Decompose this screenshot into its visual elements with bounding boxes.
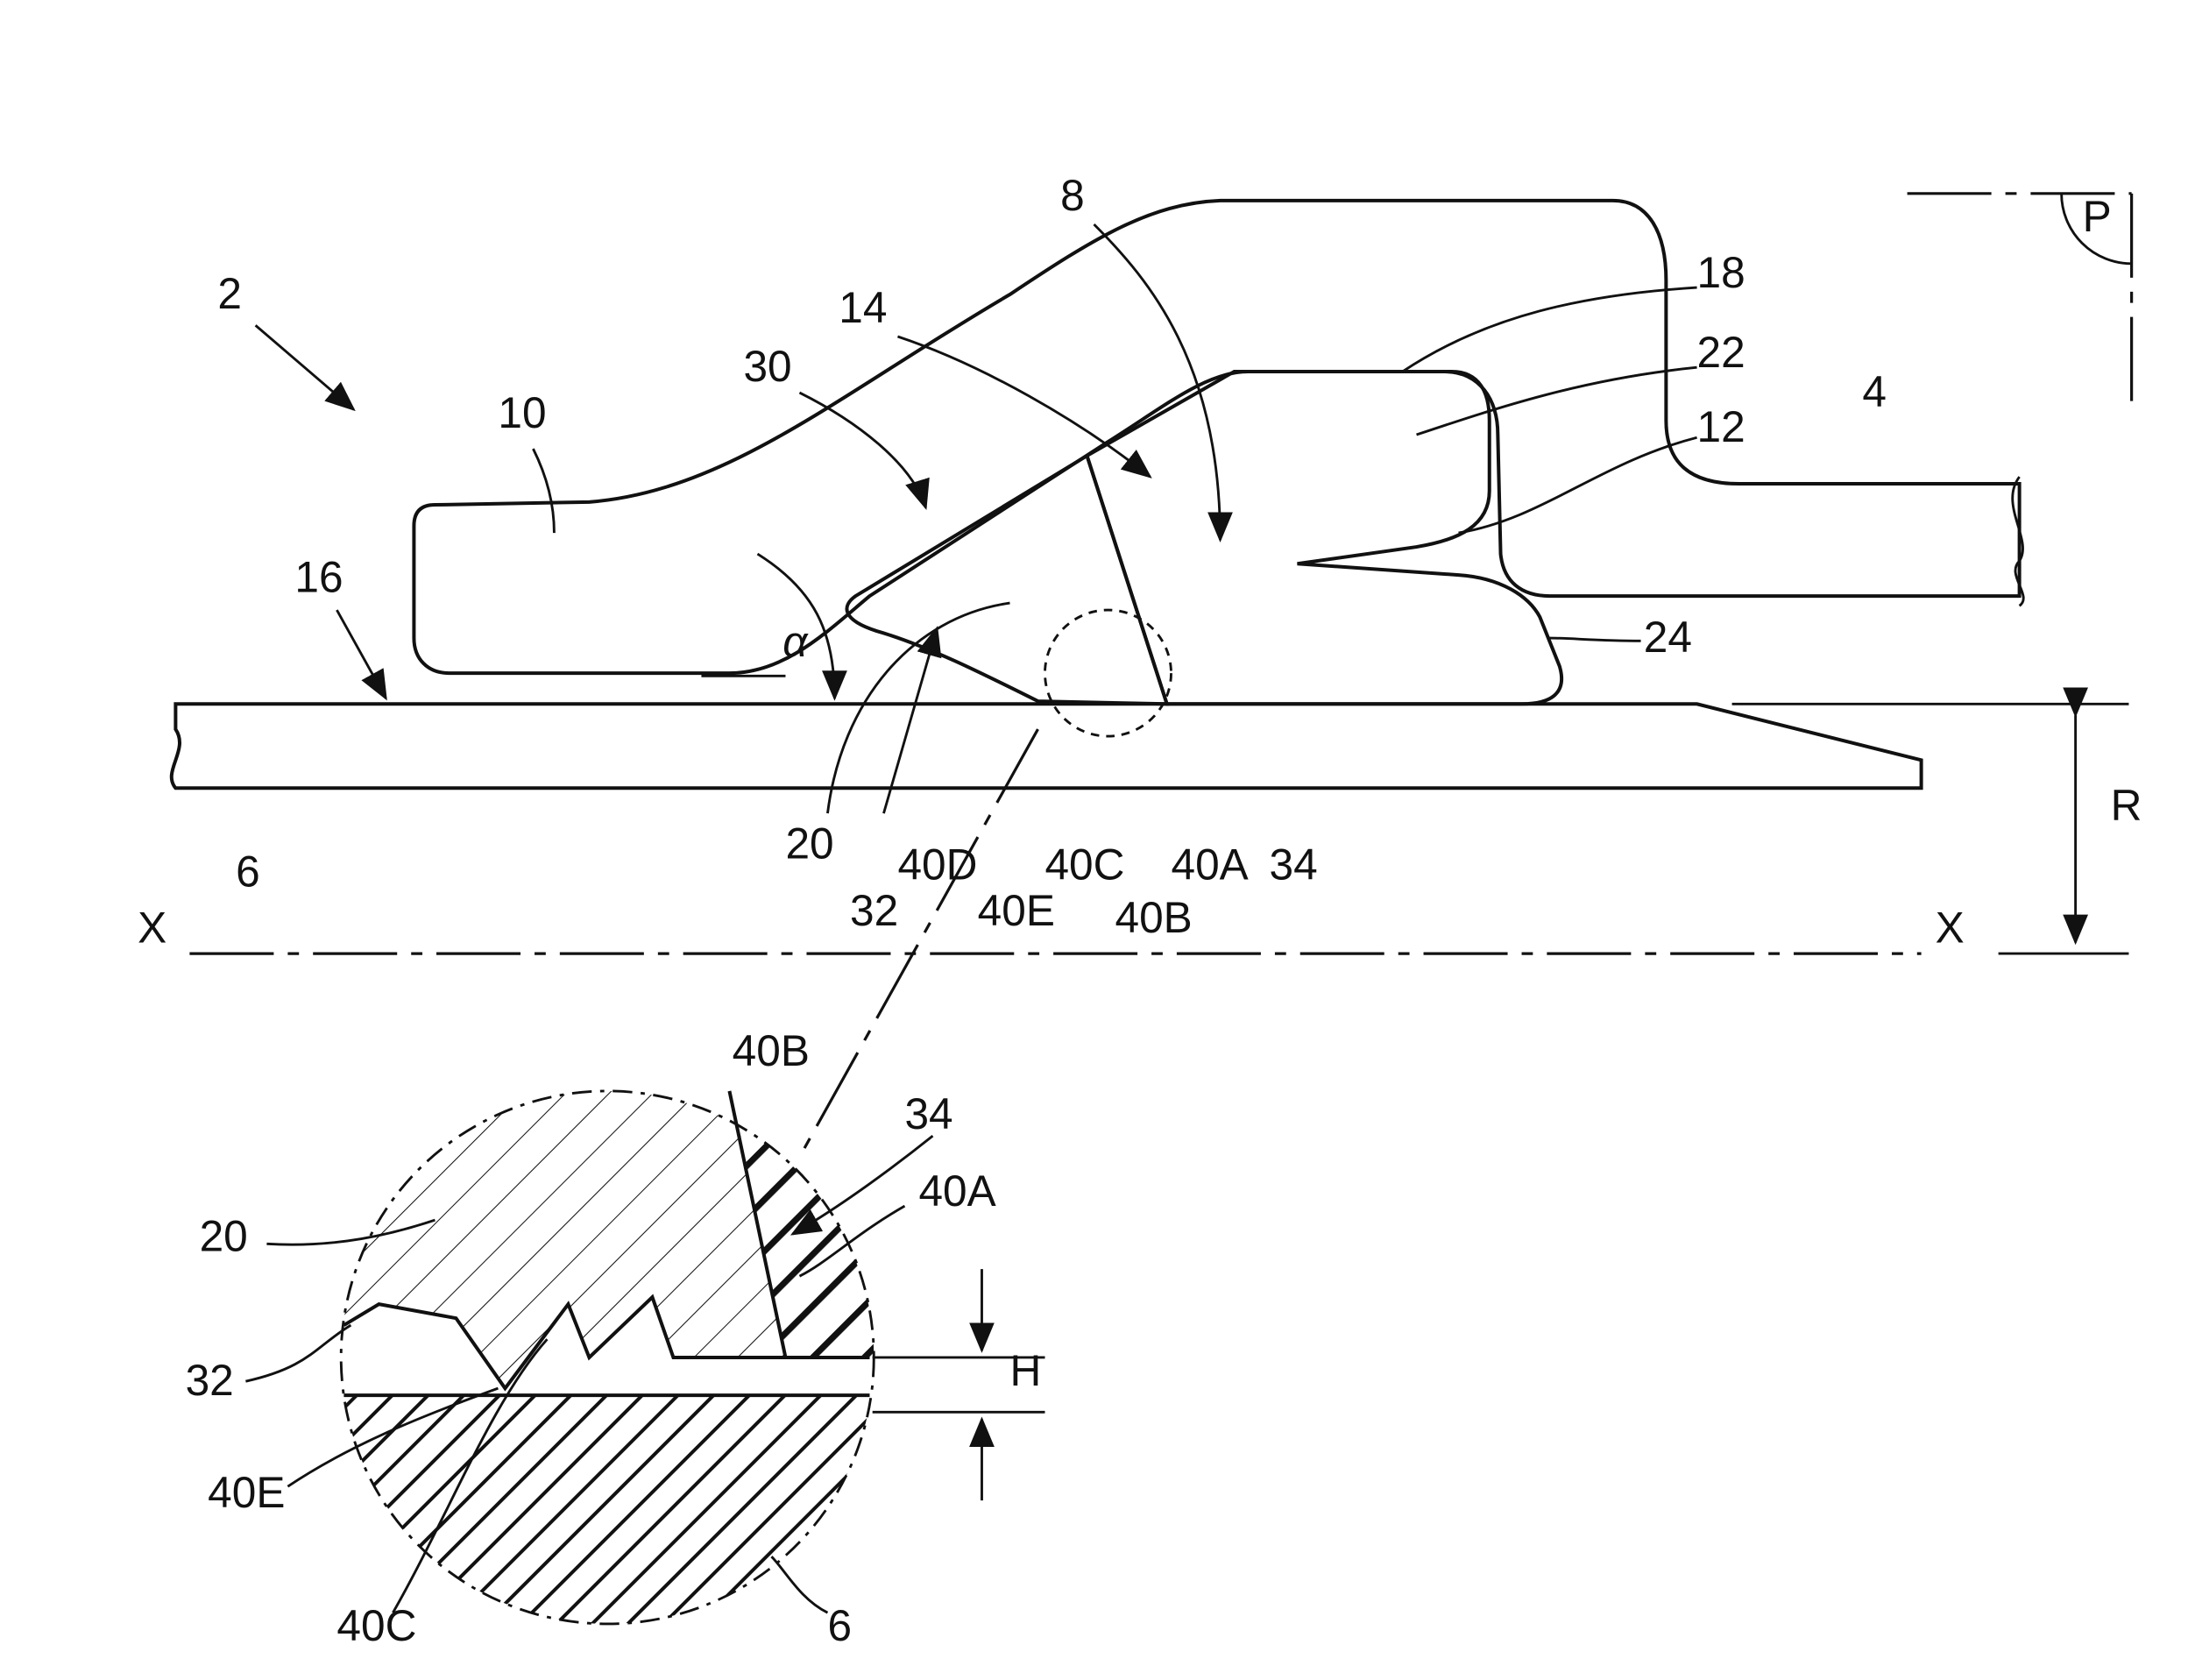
label-2: 2 bbox=[217, 269, 242, 318]
label-16: 16 bbox=[294, 552, 343, 601]
detail-label-H: H bbox=[1009, 1346, 1041, 1395]
detail-label-34: 34 bbox=[904, 1089, 952, 1138]
label-40D: 40D bbox=[897, 840, 977, 889]
detail-label-6: 6 bbox=[827, 1601, 852, 1650]
label-32: 32 bbox=[850, 886, 898, 935]
label-30: 30 bbox=[743, 342, 791, 391]
label-6: 6 bbox=[236, 847, 260, 896]
detail-leader bbox=[798, 728, 1039, 1158]
detail-label-20: 20 bbox=[200, 1211, 248, 1260]
label-4: 4 bbox=[1862, 367, 1887, 416]
label-34: 34 bbox=[1270, 840, 1318, 889]
label-18: 18 bbox=[1697, 248, 1745, 297]
detail-label-32: 32 bbox=[186, 1356, 234, 1405]
detail-label-40B: 40B bbox=[733, 1026, 810, 1075]
detail-label-40C: 40C bbox=[336, 1601, 416, 1650]
label-14: 14 bbox=[839, 283, 887, 332]
label-40A: 40A bbox=[1172, 840, 1249, 889]
seal bbox=[1085, 370, 1564, 706]
label-X-right: X bbox=[1936, 903, 1965, 952]
detail-label-40E: 40E bbox=[208, 1468, 285, 1517]
label-40C: 40C bbox=[1044, 840, 1124, 889]
label-alpha: α bbox=[782, 617, 809, 666]
detail-view bbox=[245, 1089, 1045, 1626]
label-40E: 40E bbox=[978, 886, 1055, 935]
label-X-left: X bbox=[138, 903, 166, 952]
label-8: 8 bbox=[1060, 171, 1085, 220]
label-R: R bbox=[2111, 781, 2142, 830]
tube bbox=[169, 702, 1923, 790]
pipe-end-break bbox=[2011, 476, 2025, 607]
label-10: 10 bbox=[498, 388, 546, 437]
detail-label-40A: 40A bbox=[918, 1166, 995, 1216]
gripping-ring bbox=[845, 453, 1170, 706]
label-24: 24 bbox=[1644, 613, 1692, 662]
label-40B: 40B bbox=[1115, 893, 1193, 942]
label-20: 20 bbox=[785, 819, 833, 868]
label-22: 22 bbox=[1697, 328, 1745, 377]
label-12: 12 bbox=[1697, 402, 1745, 451]
label-P: P bbox=[2083, 192, 2112, 241]
detail-circle-marker bbox=[1044, 608, 1172, 738]
fitting-body bbox=[412, 198, 2022, 676]
right-angle-arc bbox=[2060, 193, 2132, 266]
